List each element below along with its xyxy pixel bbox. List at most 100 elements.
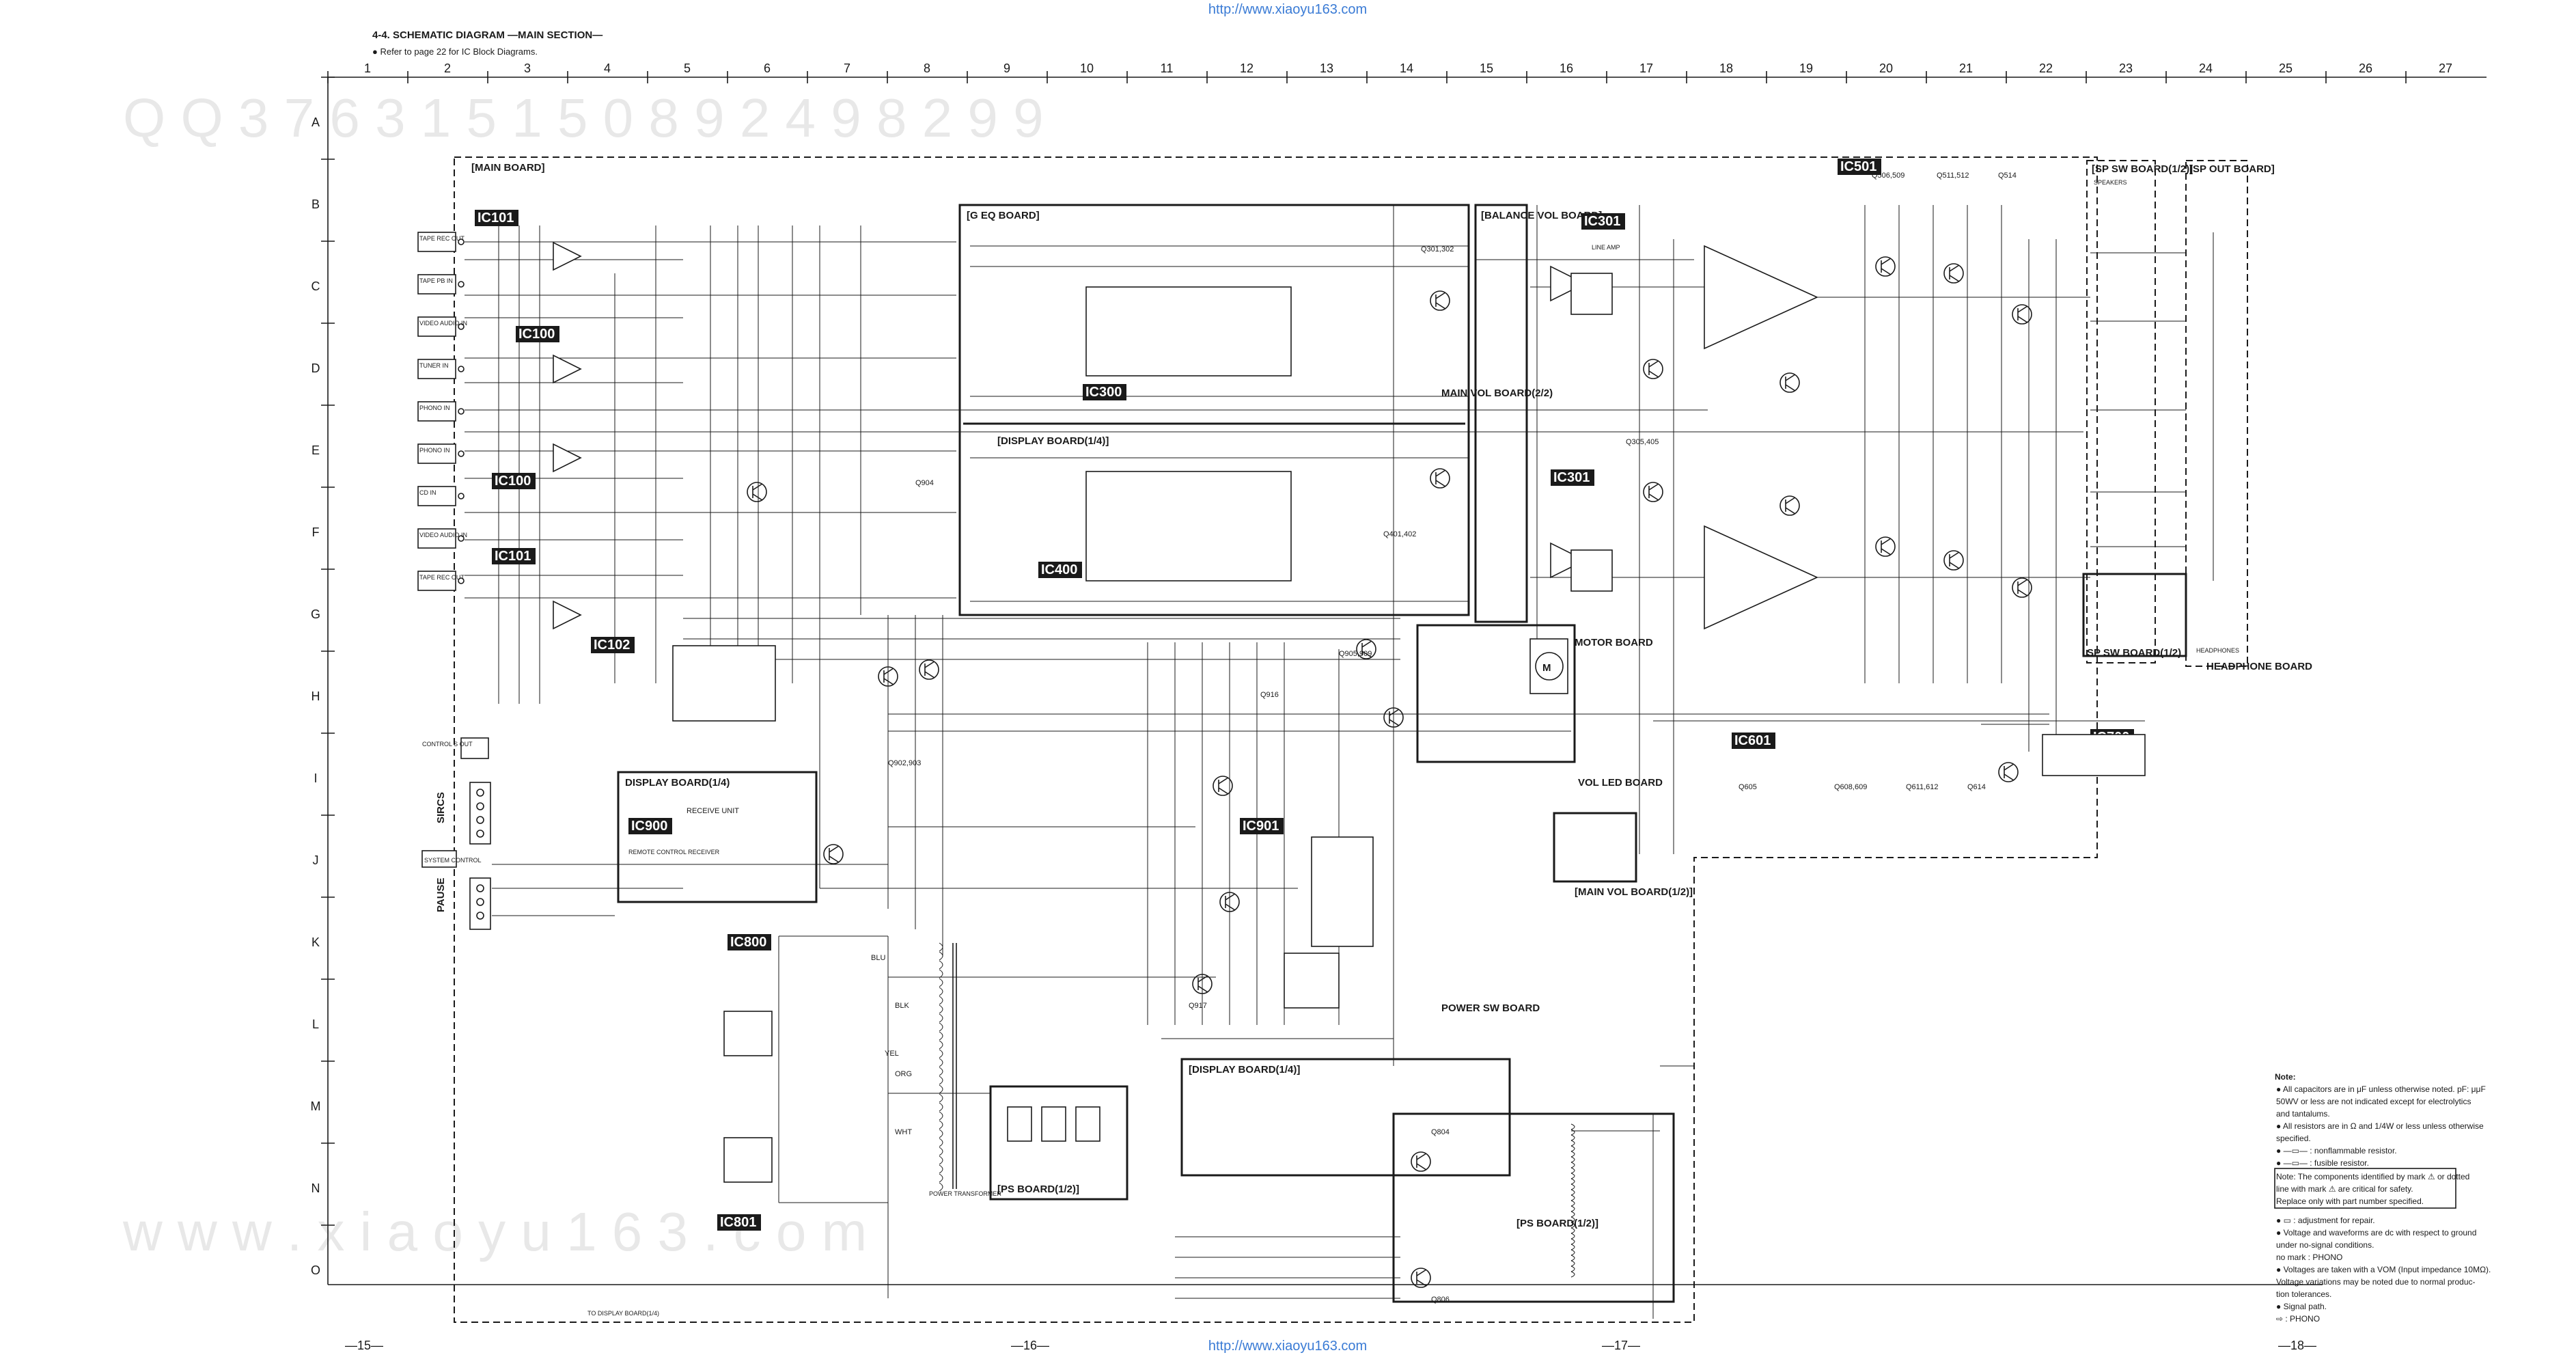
left-connectors: CONTROL S OUT SIRCS SYSTEM CONTROL PAUSE	[421, 737, 491, 930]
q401-label: Q401,402	[1383, 530, 1416, 538]
svg-text:Q Q 3 7 6 3 1 5 1 5: Q Q 3 7 6 3 1 5 1 5 0 8 9 2 4 9 8 2 9 9	[123, 87, 1044, 148]
note-line: ● —▭— : nonflammable resistor.	[2276, 1146, 2397, 1155]
col-19: 19	[1799, 61, 1813, 75]
headphone-board-label: HEADPHONE BOARD	[2206, 661, 2312, 672]
row-G: G	[311, 607, 320, 621]
col-14: 14	[1400, 61, 1413, 75]
note-line: Note: The components identified by mark …	[2276, 1172, 2469, 1181]
control-s-out-label: CONTROL S OUT	[422, 741, 473, 748]
ic-packages	[672, 273, 2146, 1183]
col-16: 16	[1560, 61, 1573, 75]
ic800-label: IC800	[730, 935, 766, 950]
transformer-coils	[939, 942, 1575, 1278]
page-number-17: —17—	[1602, 1339, 1640, 1352]
col-2: 2	[444, 61, 451, 75]
q902-label: Q902,903	[888, 759, 921, 767]
ps-board-left-outline	[989, 1085, 1128, 1201]
sp-out-board-label: [SP OUT BOARD]	[2189, 163, 2275, 175]
grid-frame	[327, 77, 2487, 1285]
wire-yel-label: YEL	[885, 1050, 899, 1058]
q301-label: Q301,302	[1421, 245, 1454, 254]
power-amp-triangles	[553, 241, 1818, 630]
power-sw-board-label: POWER SW BOARD	[1441, 1002, 1540, 1014]
q506-label: Q506,509	[1872, 172, 1905, 180]
col-7: 7	[844, 61, 850, 75]
input-jack-label: TAPE REC OUT	[419, 574, 465, 581]
ps-board-left-label: [PS BOARD(1/2)]	[997, 1183, 1079, 1195]
note-line: ● All capacitors are in μF unless otherw…	[2276, 1084, 2486, 1094]
background-watermark: Q Q 3 7 6 3 1 5 1 5 0 8 9 2 4 9 8 2 9 9 …	[122, 87, 1044, 1262]
row-M: M	[311, 1099, 321, 1113]
col-23: 23	[2119, 61, 2133, 75]
ic100-bot-label: IC100	[495, 474, 531, 489]
page-subtitle: ● Refer to page 22 for IC Block Diagrams…	[372, 46, 538, 57]
note-line: specified.	[2276, 1134, 2311, 1143]
note-line: under no-signal conditions.	[2276, 1240, 2374, 1250]
note-line: ● Voltages are taken with a VOM (Input i…	[2276, 1265, 2491, 1274]
q511-label: Q511,512	[1937, 172, 1969, 180]
main-vol-board-1-2-label: [MAIN VOL BOARD(1/2)]	[1575, 886, 1693, 898]
col-6: 6	[764, 61, 771, 75]
ic-labels: IC101IC100IC100IC101IC102IC300IC400IC301…	[475, 159, 2134, 1231]
row-J: J	[313, 853, 319, 867]
display-board-bottom-outline	[1180, 1058, 1511, 1177]
geq-board-label: [G EQ BOARD]	[967, 210, 1040, 221]
wire-blk-label: BLK	[895, 1002, 909, 1010]
notes-heading: Note:	[2275, 1072, 2296, 1082]
watermark-top: http://www.xiaoyu163.com	[1208, 2, 1367, 17]
q611-label: Q611,612	[1906, 783, 1939, 791]
main-board-outline	[454, 156, 2098, 1323]
row-C: C	[311, 279, 320, 293]
col-8: 8	[924, 61, 930, 75]
col-9: 9	[1003, 61, 1010, 75]
notes-block: Note: ● All capacitors are in μF unless …	[2274, 1072, 2491, 1324]
to-display-board-label: TO DISPLAY BOARD(1/4)	[587, 1310, 659, 1317]
q605-label: Q605	[1739, 783, 1757, 791]
line-amp-label: LINE AMP	[1592, 244, 1620, 251]
row-A: A	[311, 115, 320, 129]
page-title: 4-4. SCHEMATIC DIAGRAM —MAIN SECTION—	[372, 29, 603, 41]
col-1: 1	[364, 61, 371, 75]
note-line: ● Voltage and waveforms are dc with resp…	[2276, 1228, 2476, 1237]
page-number-15: —15—	[345, 1339, 383, 1352]
wire-org-label: ORG	[895, 1070, 912, 1078]
col-5: 5	[684, 61, 691, 75]
display-board-left-outline	[617, 771, 818, 903]
balance-board-outline	[1474, 204, 1528, 623]
display-board-top-label: [DISPLAY BOARD(1/4)]	[997, 435, 1109, 447]
ic102-label: IC102	[594, 638, 630, 653]
balance-board-label: [BALANCE VOL BOARD]	[1481, 210, 1602, 221]
sp-sw-bottom-outline	[2082, 573, 2187, 657]
system-control-label: SYSTEM CONTROL	[424, 857, 482, 864]
note-line: 50WV or less are not indicated except fo…	[2276, 1097, 2471, 1106]
ps-board-right-label: [PS BOARD(1/2)]	[1516, 1218, 1598, 1229]
input-jack-label: VIDEO AUDIO IN	[419, 320, 467, 327]
ic300-label: IC300	[1085, 385, 1122, 400]
col-25: 25	[2279, 61, 2293, 75]
sp-sw-board-label: [SP SW BOARD(1/2)]	[2092, 163, 2193, 175]
power-transformer-label: POWER TRANSFORMER	[929, 1190, 1001, 1197]
headphones-label: HEADPHONES	[2196, 647, 2239, 654]
sp-sw-bottom-label: SP SW BOARD(1/2)	[2087, 647, 2181, 659]
vol-led-board-label: VOL LED BOARD	[1578, 777, 1663, 789]
q614-label: Q614	[1967, 783, 1986, 791]
main-vol-board-2-2-label: MAIN VOL BOARD(2/2)	[1441, 387, 1553, 399]
sircs-label: SIRCS	[435, 792, 447, 823]
col-22: 22	[2039, 61, 2053, 75]
q916-label: Q916	[1260, 691, 1279, 699]
q806-label: Q806	[1431, 1296, 1450, 1304]
col-27: 27	[2439, 61, 2452, 75]
row-F: F	[312, 525, 320, 539]
row-H: H	[311, 689, 320, 703]
note-line: and tantalums.	[2276, 1109, 2330, 1119]
speakers-label: SPEAKERS	[2094, 179, 2127, 186]
row-O: O	[311, 1263, 320, 1277]
col-20: 20	[1879, 61, 1893, 75]
page-number-18: —18—	[2278, 1339, 2316, 1352]
note-line: ● Signal path.	[2276, 1302, 2327, 1311]
page-number-16: —16—	[1011, 1339, 1049, 1352]
motor-board-outline	[1416, 624, 1576, 763]
ic501-label: IC501	[1840, 159, 1876, 174]
